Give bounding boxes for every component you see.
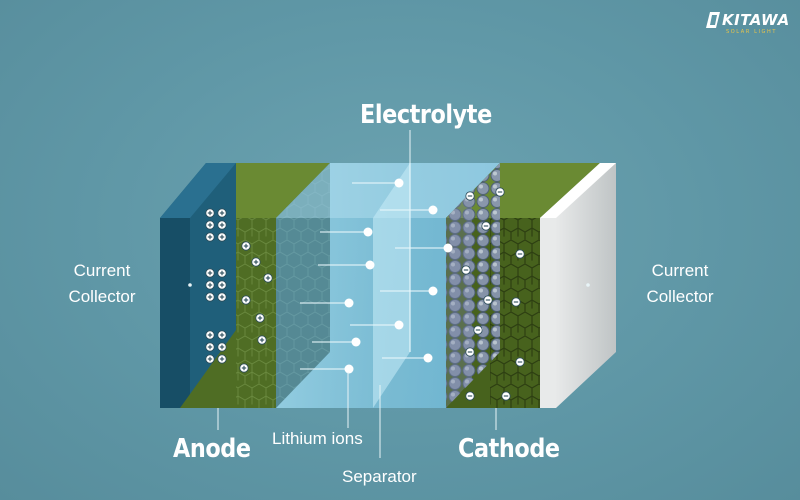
positive-ion-icon xyxy=(239,363,249,373)
positive-ion-icon xyxy=(217,280,227,290)
positive-ion-icon xyxy=(205,354,215,364)
anode-interface-block xyxy=(276,163,330,408)
pointer-dot xyxy=(188,283,192,287)
positive-ion-icon xyxy=(251,257,261,267)
positive-ion-icon xyxy=(205,292,215,302)
lithium-ion-icon xyxy=(394,320,404,330)
pointer-dot xyxy=(586,283,590,287)
lithium-ion-icon xyxy=(443,243,453,253)
positive-ion-icon xyxy=(205,220,215,230)
negative-ion-icon xyxy=(465,191,475,201)
label-current-collector-right: Current Collector xyxy=(632,258,728,310)
cathode-current-collector xyxy=(540,163,616,408)
positive-ion-icon xyxy=(263,273,273,283)
brand-mark-icon xyxy=(706,12,720,28)
positive-ion-icon xyxy=(205,208,215,218)
lithium-ion-icon xyxy=(428,205,438,215)
negative-ion-icon xyxy=(465,391,475,401)
brand-logo: KITAWA SOLAR LIGHT xyxy=(706,11,789,39)
lithium-ion-icon xyxy=(394,178,404,188)
positive-ion-icon xyxy=(205,342,215,352)
separator-membrane xyxy=(373,163,411,408)
negative-ion-icon xyxy=(483,295,493,305)
lithium-ion-icon xyxy=(363,227,373,237)
brand-tagline: SOLAR LIGHT xyxy=(726,29,778,35)
negative-ion-icon xyxy=(501,391,511,401)
positive-ion-icon xyxy=(217,220,227,230)
label-current-collector-left: Current Collector xyxy=(54,258,150,310)
lithium-ion-icon xyxy=(365,260,375,270)
lithium-ion-icon xyxy=(423,353,433,363)
lithium-ion-icon xyxy=(344,364,354,374)
negative-ions-group xyxy=(461,187,525,401)
positive-ion-icon xyxy=(217,354,227,364)
label-line: Current xyxy=(73,261,131,280)
label-line: Current xyxy=(651,261,709,280)
label-line: Collector xyxy=(68,287,136,306)
negative-ion-icon xyxy=(495,187,505,197)
positive-ion-icon xyxy=(241,241,251,251)
lithium-ions-group xyxy=(300,178,453,374)
positive-ion-icon xyxy=(217,208,227,218)
label-pointers xyxy=(217,130,497,458)
label-electrolyte: Electrolyte xyxy=(360,100,492,130)
positive-ion-icon xyxy=(217,342,227,352)
lithium-ion-icon xyxy=(351,337,361,347)
negative-ion-icon xyxy=(461,265,471,275)
positive-ion-icon xyxy=(257,335,267,345)
label-separator: Separator xyxy=(342,467,417,486)
label-anode: Anode xyxy=(173,434,251,464)
label-cathode: Cathode xyxy=(458,434,560,464)
label-lithium-ions: Lithium ions xyxy=(272,429,363,448)
positive-ion-icon xyxy=(217,330,227,340)
positive-ions-group xyxy=(205,208,273,373)
negative-ion-icon xyxy=(481,221,491,231)
negative-ion-icon xyxy=(473,325,483,335)
negative-ion-icon xyxy=(515,357,525,367)
positive-ion-icon xyxy=(217,292,227,302)
positive-ion-icon xyxy=(217,268,227,278)
negative-ion-icon xyxy=(465,347,475,357)
negative-ion-icon xyxy=(511,297,521,307)
positive-ion-icon xyxy=(205,232,215,242)
brand-name: KITAWA xyxy=(722,11,790,29)
positive-ion-icon xyxy=(241,295,251,305)
lithium-ion-icon xyxy=(428,286,438,296)
positive-ion-icon xyxy=(205,280,215,290)
positive-ion-icon xyxy=(255,313,265,323)
negative-ion-icon xyxy=(515,249,525,259)
lithium-ion-icon xyxy=(344,298,354,308)
anode-current-collector xyxy=(160,163,236,408)
label-line: Collector xyxy=(646,287,714,306)
positive-ion-icon xyxy=(205,330,215,340)
positive-ion-icon xyxy=(205,268,215,278)
positive-ion-icon xyxy=(217,232,227,242)
